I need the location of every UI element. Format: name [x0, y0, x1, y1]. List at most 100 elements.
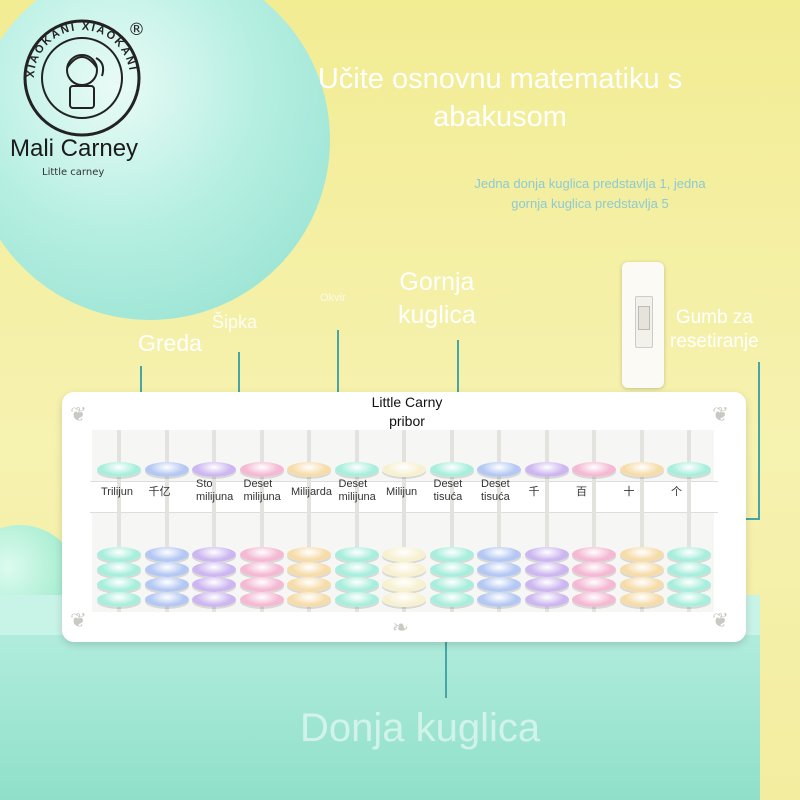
lower-bead[interactable] — [619, 592, 664, 607]
lower-bead[interactable] — [619, 547, 664, 562]
upper-bead[interactable] — [477, 462, 521, 477]
upper-bead[interactable] — [572, 462, 616, 477]
lower-bead[interactable] — [477, 547, 521, 562]
lower-bead[interactable] — [334, 562, 379, 577]
lower-bead[interactable] — [192, 577, 236, 592]
lower-bead[interactable] — [382, 592, 426, 607]
ornament-bottom-left-icon: ❦ — [70, 608, 87, 632]
lower-bead[interactable] — [572, 562, 616, 577]
upper-bead[interactable] — [192, 462, 236, 477]
lower-bead[interactable] — [192, 592, 236, 607]
upper-bead[interactable] — [619, 462, 664, 477]
title-line-1: Učite osnovnu matematiku s — [317, 63, 683, 95]
product-label: Little Carny pribor — [352, 393, 462, 431]
abacus-rod — [117, 430, 121, 612]
lower-bead[interactable] — [524, 562, 569, 577]
page-subtitle: Jedna donja kuglica predstavlja 1, jedna… — [440, 174, 740, 214]
brand-name: Mali Carney — [10, 135, 139, 162]
book-icon — [69, 85, 95, 109]
place-value-label: Trilijun — [101, 486, 133, 498]
lower-bead[interactable] — [97, 547, 141, 562]
abacus-rod — [497, 430, 501, 612]
lower-bead[interactable] — [382, 562, 426, 577]
lower-bead[interactable] — [572, 592, 616, 607]
ornament-bottom-center-icon: ❧ — [392, 615, 409, 639]
lower-bead[interactable] — [239, 562, 284, 577]
callout-okvir: Okvir — [320, 292, 346, 304]
lower-bead[interactable] — [144, 547, 189, 562]
lower-bead[interactable] — [477, 592, 521, 607]
upper-bead[interactable] — [97, 462, 141, 477]
lower-bead[interactable] — [144, 562, 189, 577]
upper-bead[interactable] — [524, 462, 569, 477]
lower-bead[interactable] — [667, 562, 711, 577]
abacus-rod — [164, 430, 169, 612]
lower-bead[interactable] — [287, 562, 331, 577]
lower-bead[interactable] — [287, 577, 331, 592]
abacus-rod — [544, 430, 549, 612]
lower-bead[interactable] — [334, 577, 379, 592]
place-value-label: 个 — [671, 486, 682, 498]
lower-bead[interactable] — [334, 547, 379, 562]
lower-bead[interactable] — [287, 592, 331, 607]
reset-knob — [638, 306, 650, 330]
abacus-rod — [639, 430, 644, 612]
page-title: Učite osnovnu matematiku s abakusom — [280, 60, 720, 136]
lower-bead[interactable] — [667, 577, 711, 592]
lower-bead[interactable] — [287, 547, 331, 562]
lower-bead[interactable] — [192, 562, 236, 577]
lower-bead[interactable] — [429, 547, 474, 562]
lower-bead[interactable] — [477, 562, 521, 577]
upper-bead[interactable] — [239, 462, 284, 477]
lower-bead[interactable] — [192, 547, 236, 562]
product-label-line-2: pribor — [389, 413, 425, 429]
lower-bead[interactable] — [524, 547, 569, 562]
lower-bead[interactable] — [572, 577, 616, 592]
callout-gornja-kuglica: Gornja kuglica — [398, 266, 476, 332]
lower-bead[interactable] — [144, 577, 189, 592]
lower-bead[interactable] — [429, 562, 474, 577]
title-line-2: abakusom — [433, 101, 567, 133]
lower-bead[interactable] — [619, 577, 664, 592]
lower-bead[interactable] — [97, 577, 141, 592]
upper-bead[interactable] — [287, 462, 331, 477]
upper-bead[interactable] — [429, 462, 474, 477]
upper-bead[interactable] — [667, 462, 711, 477]
lower-bead[interactable] — [667, 592, 711, 607]
callout-sipka: Šipka — [212, 312, 258, 332]
lower-bead[interactable] — [144, 592, 189, 607]
lower-bead[interactable] — [334, 592, 379, 607]
subtitle-line-1: Jedna donja kuglica predstavlja 1, jedna — [474, 176, 706, 191]
registered-mark: ® — [128, 20, 145, 40]
upper-bead[interactable] — [382, 462, 426, 477]
lower-bead[interactable] — [667, 547, 711, 562]
abacus-rod — [449, 430, 454, 612]
place-value-label: Milijun — [386, 486, 418, 498]
lower-bead[interactable] — [97, 562, 141, 577]
lower-bead[interactable] — [524, 592, 569, 607]
lower-bead[interactable] — [382, 577, 426, 592]
lower-bead[interactable] — [239, 547, 284, 562]
abacus-rod — [687, 430, 691, 612]
lower-bead[interactable] — [97, 592, 141, 607]
lower-bead[interactable] — [619, 562, 664, 577]
lower-bead[interactable] — [477, 577, 521, 592]
place-value-label: 千 — [528, 486, 540, 498]
lower-bead[interactable] — [572, 547, 616, 562]
donja-pointer-line — [445, 600, 447, 698]
lower-bead[interactable] — [524, 577, 569, 592]
lower-bead[interactable] — [429, 577, 474, 592]
lower-bead[interactable] — [239, 577, 284, 592]
lower-bead[interactable] — [429, 592, 474, 607]
upper-bead[interactable] — [144, 462, 189, 477]
gumb-line-1: Gumb za — [675, 307, 753, 328]
lower-bead[interactable] — [382, 547, 426, 562]
place-value-label: 百 — [576, 486, 587, 498]
upper-bead[interactable] — [334, 462, 379, 477]
lower-bead[interactable] — [239, 592, 284, 607]
abacus-rod — [212, 430, 216, 612]
